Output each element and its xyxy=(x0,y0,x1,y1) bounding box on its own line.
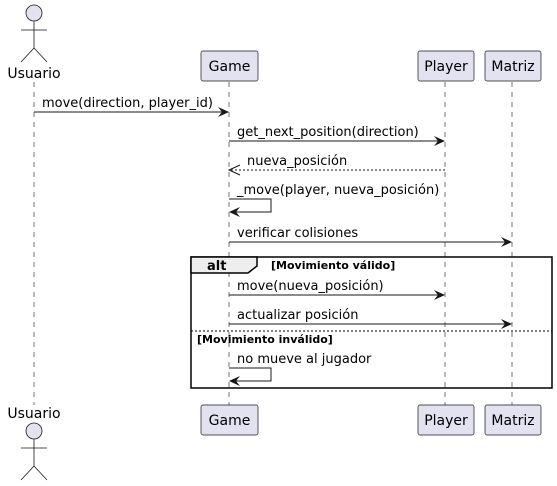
participant-game-label-top: Game xyxy=(209,59,251,75)
svg-text:_move(player, nueva_posición): _move(player, nueva_posición) xyxy=(236,183,439,198)
participant-matriz-label-top: Matriz xyxy=(491,59,534,75)
message-no-mueve: no mueve al jugador xyxy=(229,352,372,386)
actor-usuario-bottom: Usuario xyxy=(7,406,61,481)
svg-text:nueva_posición: nueva_posición xyxy=(247,154,347,169)
actor-usuario-top: Usuario xyxy=(7,4,61,82)
svg-text:move(nueva_posición): move(nueva_posición) xyxy=(237,279,384,294)
alt-fragment: alt [Movimiento válido] [Movimiento invá… xyxy=(190,256,553,389)
alt-keyword: alt xyxy=(207,259,226,274)
message-move-nueva-posicion: move(nueva_posición) xyxy=(229,279,445,300)
message-self-move: _move(player, nueva_posición) xyxy=(229,183,439,217)
participant-game-top: Game xyxy=(200,50,259,82)
message-get-next-position: get_next_position(direction) xyxy=(229,125,445,146)
participant-game-label-bottom: Game xyxy=(209,413,251,429)
actor-usuario-label-top: Usuario xyxy=(7,66,60,82)
message-return-nueva-posicion: nueva_posición xyxy=(227,154,445,176)
message-verificar-colisiones: verificar colisiones xyxy=(229,226,512,247)
alt-guard-invalid: [Movimiento inválido] xyxy=(197,333,333,346)
alt-guard-valid: [Movimiento válido] xyxy=(271,259,395,272)
svg-text:no mueve al jugador: no mueve al jugador xyxy=(237,352,372,367)
participant-matriz-bottom: Matriz xyxy=(484,404,542,436)
participant-player-label-top: Player xyxy=(424,59,468,75)
participant-matriz-label-bottom: Matriz xyxy=(491,413,534,429)
svg-text:get_next_position(direction): get_next_position(direction) xyxy=(237,125,419,140)
participant-player-label-bottom: Player xyxy=(424,413,468,429)
participant-game-bottom: Game xyxy=(200,404,259,436)
message-move-direction: move(direction, player_id) xyxy=(34,96,229,117)
actor-usuario-label-bottom: Usuario xyxy=(7,406,60,422)
participant-player-bottom: Player xyxy=(417,404,475,436)
svg-text:actualizar posición: actualizar posición xyxy=(237,308,358,323)
participant-player-top: Player xyxy=(417,50,475,82)
svg-text:move(direction, player_id): move(direction, player_id) xyxy=(42,96,213,111)
participant-matriz-top: Matriz xyxy=(484,50,542,82)
message-actualizar-posicion: actualizar posición xyxy=(229,308,512,329)
svg-text:verificar colisiones: verificar colisiones xyxy=(237,226,358,241)
